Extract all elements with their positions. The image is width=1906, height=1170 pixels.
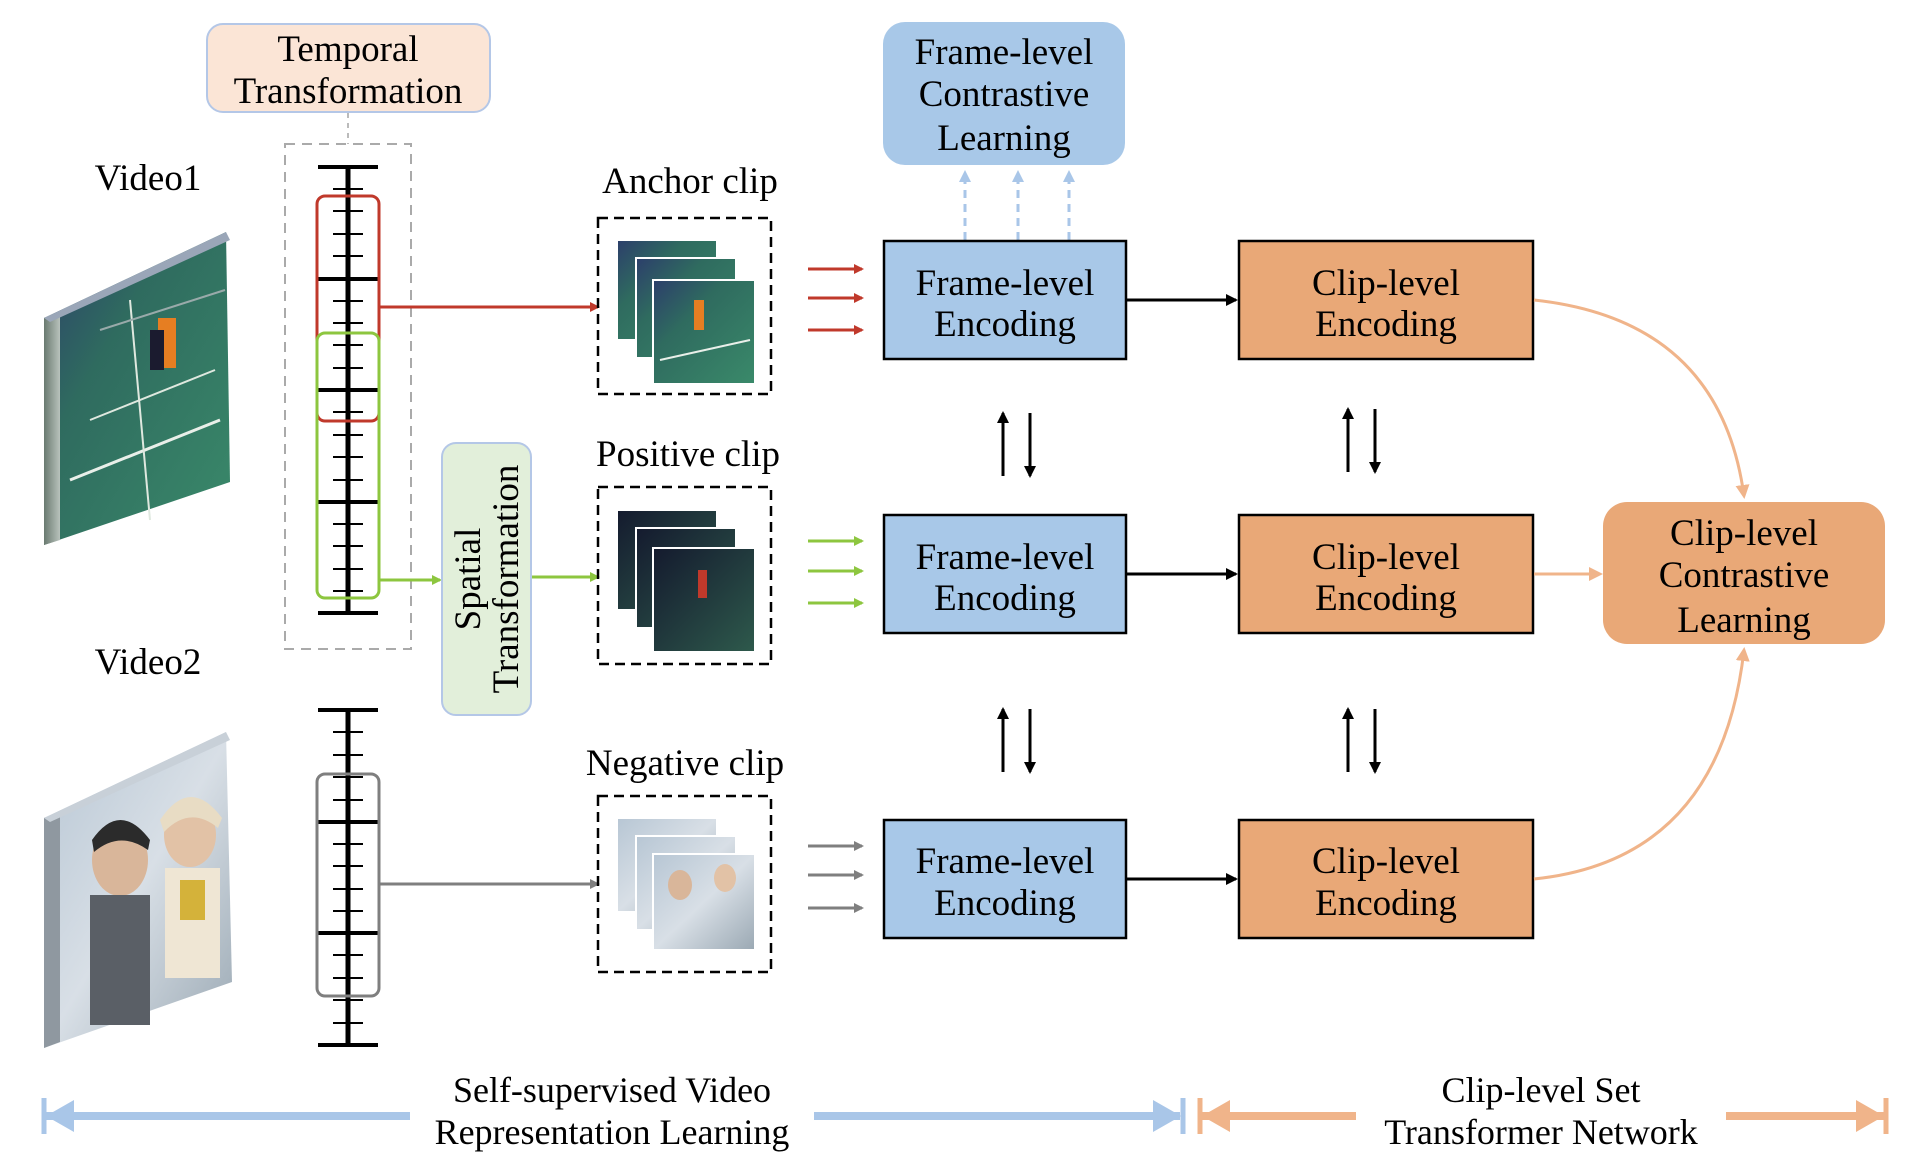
anchor-clip-label: Anchor clip [602, 161, 778, 202]
video1-thumbnail [44, 232, 230, 545]
frame-encoding-anchor-line2: Encoding [934, 304, 1076, 345]
spatial-transformation-box [441, 442, 532, 716]
shared-weight-arrows [997, 407, 1381, 774]
frame-encoding-anchor-line1: Frame-level [916, 263, 1095, 304]
positive-clip-frame [596, 485, 773, 666]
frame-contrastive-line1: Frame-level [915, 32, 1094, 73]
clip-encoding-anchor-line1: Clip-level [1312, 263, 1460, 304]
video1-label: Video1 [95, 158, 202, 199]
clip-encoding-box-positive [1237, 513, 1535, 635]
timeline1-dashed-frame [284, 143, 412, 650]
clip-contrastive-line2: Contrastive [1659, 555, 1830, 596]
clip-encoding-anchor-line2: Encoding [1315, 304, 1457, 345]
frame-encoding-box-anchor [882, 239, 1128, 361]
positive-clip-thumbnails [616, 509, 756, 653]
transformer-band-line1: Clip-level Set [1442, 1070, 1641, 1110]
timeline2 [315, 708, 381, 1047]
spatial-label-line2: Transformation [486, 465, 527, 694]
transformer-band [1197, 1098, 1889, 1134]
positive-window [315, 331, 381, 600]
anchor-clip-frame [596, 216, 773, 396]
ssl-band-line1: Self-supervised Video [453, 1070, 771, 1110]
negative-clip-frame [596, 794, 773, 974]
timeline1 [315, 165, 381, 615]
clip-contrastive-box [1603, 502, 1885, 644]
clip-encoding-positive-line1: Clip-level [1312, 537, 1460, 578]
clip-encoding-negative-line1: Clip-level [1312, 841, 1460, 882]
clip-encoding-box-anchor [1237, 239, 1535, 361]
frame-contrastive-box [883, 22, 1125, 165]
frame-contrastive-line3: Learning [937, 118, 1071, 159]
clip-encoding-positive-line2: Encoding [1315, 578, 1457, 619]
frame-contrastive-line2: Contrastive [919, 74, 1090, 115]
clip-contrastive-line1: Clip-level [1670, 513, 1818, 554]
positive-clip-label: Positive clip [596, 434, 780, 475]
ssl-band [41, 1098, 1186, 1134]
positive-input-arrows [808, 536, 864, 608]
frame-encoding-negative-line1: Frame-level [916, 841, 1095, 882]
clip-encoding-negative-line2: Encoding [1315, 883, 1457, 924]
video2-thumbnail [44, 732, 232, 1048]
frame-contrastive-arrows [959, 170, 1075, 240]
temporal-transformation-box [206, 23, 491, 113]
anchor-input-arrows [808, 264, 864, 335]
clip-contrastive-line3: Learning [1677, 600, 1811, 641]
anchor-clip-thumbnails [616, 239, 756, 385]
spatial-label-line1: Spatial [448, 528, 489, 631]
clip-encoding-box-negative [1237, 818, 1535, 940]
video2-label: Video2 [95, 642, 202, 683]
negative-input-arrows [808, 841, 864, 913]
frame-encoding-positive-line2: Encoding [934, 578, 1076, 619]
transformer-band-line2: Transformer Network [1384, 1112, 1698, 1152]
negative-clip-thumbnails [616, 817, 756, 951]
frame-encoding-negative-line2: Encoding [934, 883, 1076, 924]
negative-clip-label: Negative clip [586, 743, 784, 784]
frame-encoding-positive-line1: Frame-level [916, 537, 1095, 578]
ssl-band-line2: Representation Learning [435, 1112, 790, 1152]
frame-to-clip-arrows [1126, 294, 1238, 885]
temporal-label-line1: Temporal [277, 29, 418, 70]
clip-to-contrastive-arrows [1533, 298, 1750, 881]
temporal-label-line2: Transformation [234, 71, 463, 112]
